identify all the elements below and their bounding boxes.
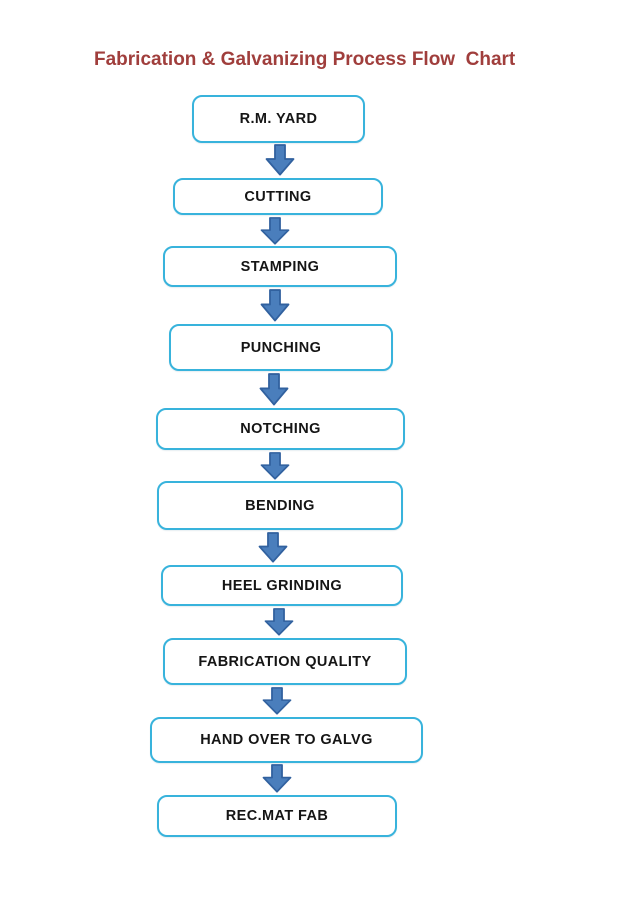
flow-step-label: HEEL GRINDING: [221, 577, 343, 594]
down-arrow-icon: [260, 452, 290, 480]
flow-step-label: NOTCHING: [240, 421, 321, 437]
flow-step-heel-grinding: HEEL GRINDING: [161, 565, 403, 606]
down-arrow-icon: [264, 608, 294, 636]
flow-step-fabrication-quality: FABRICATION QUALITY: [163, 638, 407, 685]
flow-step-rec-mat-fab: REC.MAT FAB: [157, 795, 397, 837]
flow-step-label: CUTTING: [244, 188, 312, 205]
down-arrow-icon: [259, 373, 289, 406]
down-arrow-icon: [260, 217, 290, 245]
flow-step-label: R.M. YARD: [239, 111, 318, 127]
down-arrow-icon: [258, 532, 288, 563]
flow-step-rm-yard: R.M. YARD: [192, 95, 365, 143]
flow-step-stamping: STAMPING: [163, 246, 397, 287]
flow-step-label: BENDING: [245, 497, 315, 514]
flow-step-label: STAMPING: [240, 258, 320, 275]
flow-step-label: PUNCHING: [240, 339, 322, 356]
down-arrow-icon: [260, 289, 290, 322]
down-arrow-icon: [262, 764, 292, 793]
down-arrow-icon: [265, 144, 295, 176]
flow-step-hand-over-to-galvg: HAND OVER TO GALVG: [150, 717, 423, 763]
flow-step-label: REC.MAT FAB: [225, 808, 329, 824]
flow-step-cutting: CUTTING: [173, 178, 383, 215]
flow-step-label: HAND OVER TO GALVG: [200, 732, 373, 748]
flow-step-punching: PUNCHING: [169, 324, 393, 371]
flow-step-bending: BENDING: [157, 481, 403, 530]
flow-step-notching: NOTCHING: [156, 408, 405, 450]
down-arrow-icon: [262, 687, 292, 715]
page-title: Fabrication & Galvanizing Process Flow C…: [94, 49, 516, 70]
flow-step-label: FABRICATION QUALITY: [198, 653, 372, 670]
